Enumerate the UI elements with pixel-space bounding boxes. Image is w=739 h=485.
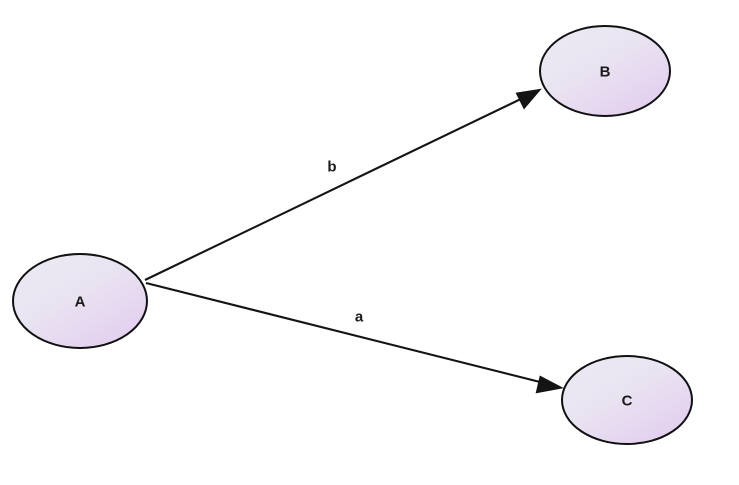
node-b-ellipse xyxy=(539,25,671,117)
node-c-ellipse xyxy=(561,355,693,445)
edge-a-b[interactable]: b xyxy=(144,88,542,281)
edge-a-c-line xyxy=(145,281,549,386)
node-a-label: A xyxy=(75,294,86,311)
edge-a-b-line xyxy=(144,95,528,281)
node-c-label: C xyxy=(622,393,633,410)
node-b[interactable]: B xyxy=(539,25,671,117)
node-b-label: B xyxy=(600,64,611,81)
node-a[interactable]: A xyxy=(12,253,148,349)
edge-a-b-label: b xyxy=(327,159,336,176)
edge-a-b-arrowhead xyxy=(515,88,542,110)
edge-a-c[interactable]: a xyxy=(145,281,564,394)
edge-a-c-label: a xyxy=(355,309,364,326)
node-a-ellipse xyxy=(12,253,148,349)
edge-a-c-arrowhead xyxy=(535,375,564,394)
node-c[interactable]: C xyxy=(561,355,693,445)
